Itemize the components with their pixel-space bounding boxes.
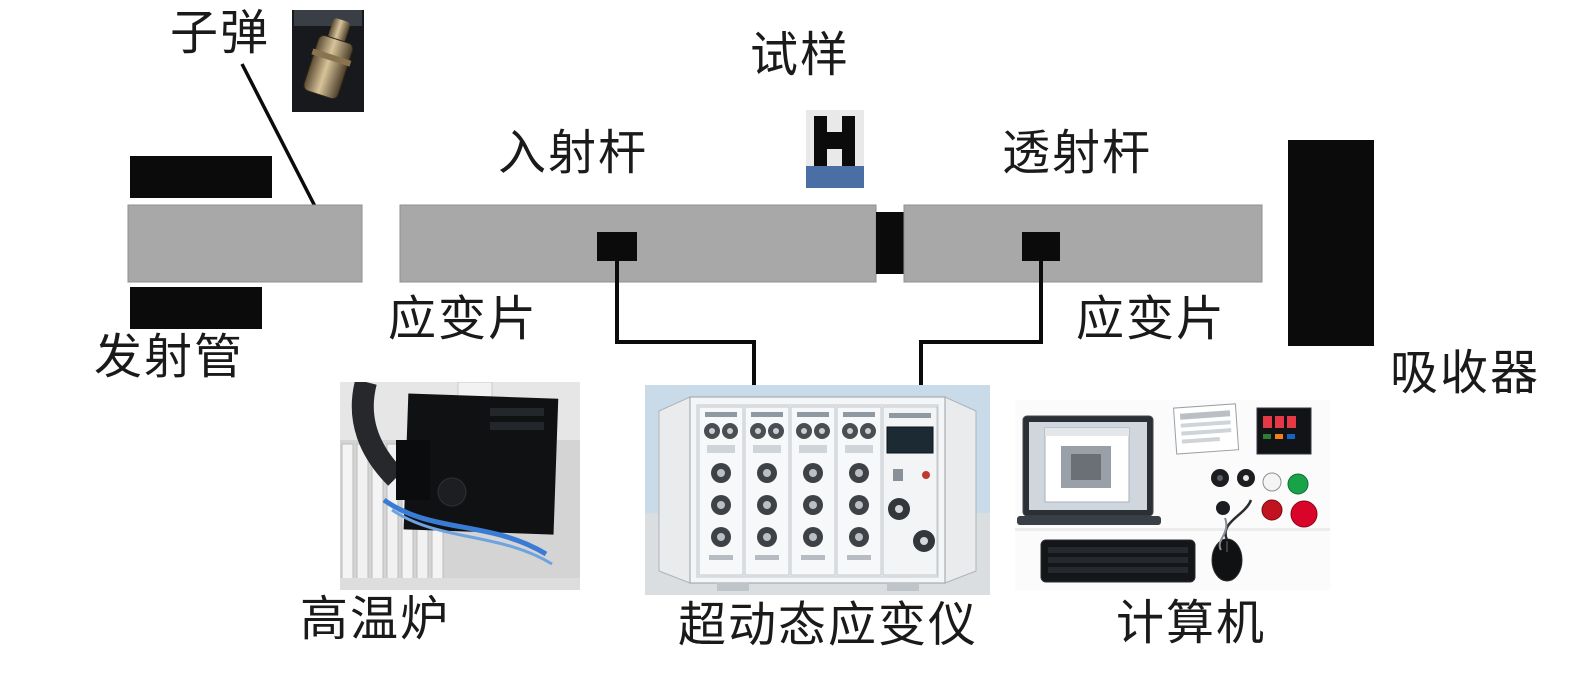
furnace-body bbox=[396, 393, 559, 535]
label-computer: 计算机 bbox=[1116, 597, 1267, 650]
label-dynamic-strain-meter: 超动态应变仪 bbox=[678, 599, 979, 652]
meter-power-section bbox=[882, 406, 938, 576]
control-buttons bbox=[1211, 469, 1318, 551]
meter-left-door bbox=[658, 396, 691, 584]
blue-cable bbox=[382, 497, 548, 557]
strain-gauge-left-marker bbox=[597, 232, 637, 261]
transmission-bar bbox=[903, 204, 1263, 283]
label-absorber: 吸收器 bbox=[1390, 347, 1541, 400]
wire-left-gauge-to-meter bbox=[615, 261, 756, 390]
specimen-h-shape bbox=[814, 116, 855, 166]
bullet-tip bbox=[328, 18, 351, 43]
specimen-between-bars bbox=[876, 212, 904, 274]
meter-right-door bbox=[944, 396, 977, 584]
launch-tube-upper-block bbox=[130, 156, 272, 198]
label-strain-gauge-right: 应变片 bbox=[1076, 293, 1227, 346]
bullet-photo bbox=[292, 10, 364, 112]
temperature-meter bbox=[1256, 407, 1312, 455]
wire-right-gauge-to-meter bbox=[919, 261, 1043, 390]
label-furnace: 高温炉 bbox=[300, 593, 451, 646]
strain-meter-photo bbox=[645, 385, 990, 595]
laptop bbox=[1017, 415, 1161, 525]
label-bullet: 子弹 bbox=[170, 7, 271, 60]
keyboard bbox=[1040, 539, 1196, 583]
meter-channels bbox=[698, 406, 882, 576]
mouse bbox=[1211, 499, 1253, 582]
label-transmission-bar: 透射杆 bbox=[1002, 127, 1153, 180]
meter-display bbox=[886, 426, 934, 454]
label-strain-gauge-left: 应变片 bbox=[388, 293, 539, 346]
strain-gauge-right-marker bbox=[1022, 232, 1060, 261]
wall-sign bbox=[1173, 403, 1240, 455]
absorber-block bbox=[1288, 140, 1374, 346]
label-specimen: 试样 bbox=[750, 29, 851, 82]
label-launch-tube: 发射管 bbox=[94, 331, 245, 384]
furnace-photo bbox=[340, 379, 580, 590]
launch-tube-lower-block bbox=[130, 287, 262, 329]
launch-tube-barrel bbox=[127, 204, 363, 283]
launch-tube-assembly bbox=[127, 156, 363, 329]
computer-photo bbox=[1015, 400, 1330, 590]
blue-cable-thin bbox=[391, 508, 553, 566]
label-incident-bar: 入射杆 bbox=[498, 127, 649, 180]
specimen-photo bbox=[806, 110, 864, 188]
incident-bar bbox=[399, 204, 877, 283]
furnace-hose bbox=[351, 379, 404, 486]
bullet-pointer-line bbox=[240, 63, 324, 221]
